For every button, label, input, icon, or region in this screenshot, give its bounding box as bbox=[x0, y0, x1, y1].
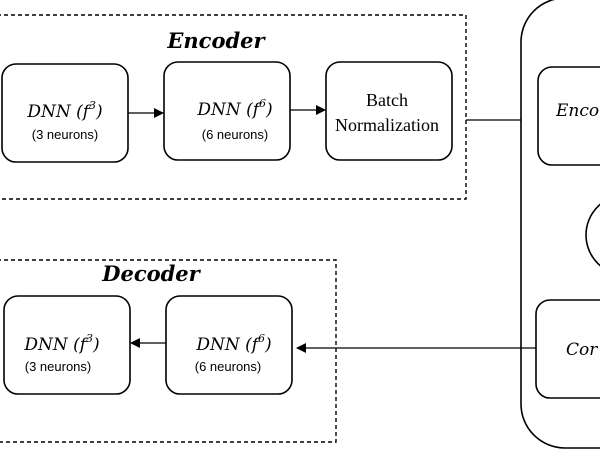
right-panel-circle bbox=[585, 203, 600, 267]
encoder-frame bbox=[0, 14, 467, 200]
batch-normalization-line2: Normalization bbox=[335, 115, 439, 135]
encoder-title: Encoder bbox=[166, 28, 266, 53]
batch-normalization-line1: Batch bbox=[366, 90, 408, 110]
decoder-title: Decoder bbox=[101, 261, 201, 286]
decoder-frame bbox=[0, 259, 337, 443]
decoder-dnn-6-neurons: (6 neurons) bbox=[195, 359, 261, 374]
decoder-dnn-3-neurons: (3 neurons) bbox=[25, 359, 91, 374]
encoder-dnn-6-block bbox=[163, 61, 291, 161]
batch-normalization-block bbox=[325, 61, 453, 161]
decoder-dnn-3-label: DNN (f3) bbox=[23, 332, 99, 355]
right-panel-bottom-text: Cor bbox=[566, 340, 598, 360]
right-panel-top-text: Enco bbox=[555, 101, 599, 121]
encoder-dnn-6-neurons: (6 neurons) bbox=[202, 127, 268, 142]
encoder-dnn-3-neurons: (3 neurons) bbox=[32, 127, 98, 142]
encoder-dnn-6-label: DNN (f6) bbox=[196, 97, 272, 120]
right-panel-top-block bbox=[537, 66, 600, 166]
encoder-dnn-3-label: DNN (f3) bbox=[26, 99, 102, 122]
right-panel-bottom-block bbox=[535, 299, 600, 399]
decoder-dnn-6-block bbox=[165, 295, 293, 395]
decoder-dnn-6-label: DNN (f6) bbox=[195, 332, 271, 355]
